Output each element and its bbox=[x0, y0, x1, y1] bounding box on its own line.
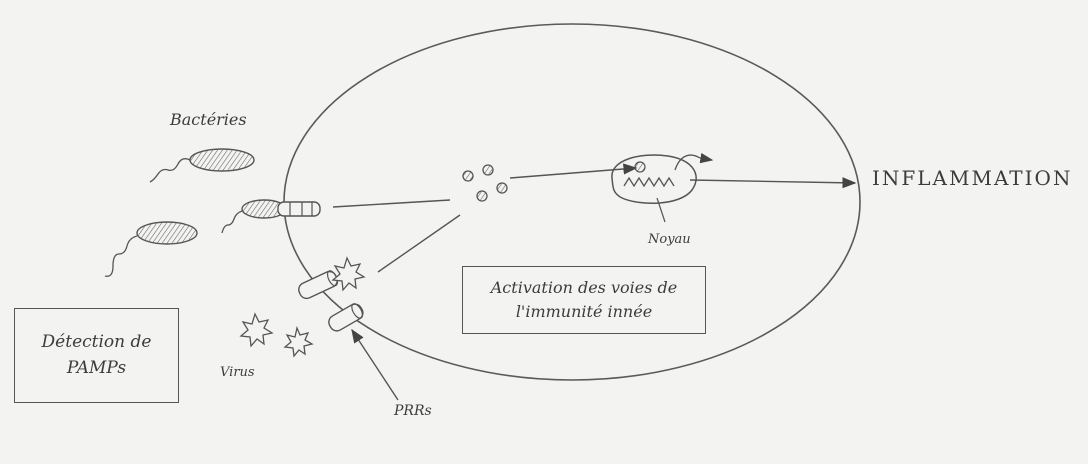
virus-2 bbox=[283, 325, 314, 358]
prr-receptor-bacteria bbox=[277, 201, 321, 217]
prr-label: PRRs bbox=[394, 403, 432, 419]
nucleus bbox=[611, 152, 714, 223]
virus-1 bbox=[239, 312, 274, 348]
arrow-to-inflammation bbox=[689, 177, 857, 189]
arrow-bacteria-signal bbox=[332, 199, 451, 208]
signalling-molecules bbox=[462, 164, 508, 202]
detection-box-line-1: Détection de bbox=[41, 332, 152, 352]
bacterium-bound bbox=[221, 199, 287, 234]
nucleus-label: Noyau bbox=[648, 232, 691, 247]
bacteria-label: Bactéries bbox=[170, 110, 247, 129]
activation-box-line-1: Activation des voies de bbox=[490, 278, 678, 297]
arrow-prr-pointer bbox=[351, 328, 399, 401]
virus-label: Virus bbox=[220, 365, 255, 380]
activation-box-line-2: l'immunité innée bbox=[515, 302, 653, 321]
bacterium-1 bbox=[149, 148, 255, 183]
bacterium-2 bbox=[104, 221, 198, 277]
arrow-signal-nucleus bbox=[509, 163, 638, 179]
detection-box-line-2: PAMPs bbox=[66, 357, 127, 378]
activation-box: Activation des voies de l'immunité innée bbox=[462, 266, 706, 334]
virus-bound bbox=[331, 256, 366, 292]
arrow-virus-signal bbox=[377, 214, 461, 273]
prr-receptor-virus-2 bbox=[328, 303, 364, 332]
inflammation-label: INFLAMMATION bbox=[872, 166, 1073, 190]
prr-receptor-virus-1 bbox=[298, 270, 339, 300]
detection-box: Détection de PAMPs bbox=[14, 308, 179, 403]
